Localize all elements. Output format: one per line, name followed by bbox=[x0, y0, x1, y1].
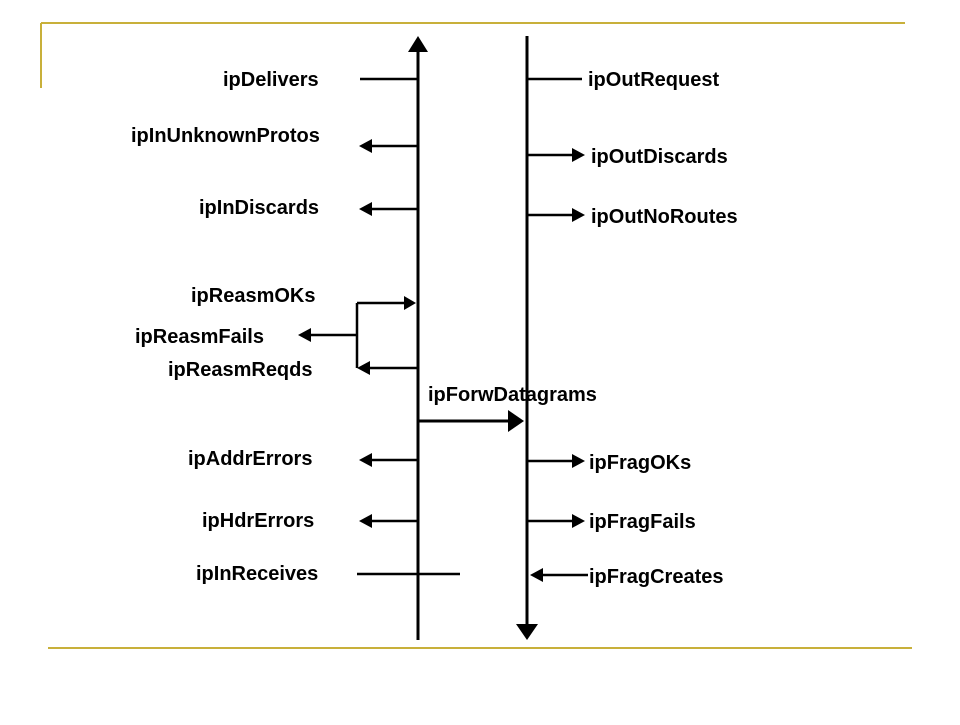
slide-frame bbox=[40, 22, 912, 649]
down-arrow-icon bbox=[516, 624, 538, 640]
right-arrow-icon bbox=[404, 296, 416, 310]
label-ip-forw-datagrams: ipForwDatagrams bbox=[428, 384, 597, 406]
label-ip-in-discards: ipInDiscards bbox=[199, 197, 319, 219]
label-ip-reasm-fails: ipReasmFails bbox=[135, 326, 264, 348]
counter-ip-out-discards: ipOutDiscards bbox=[527, 146, 728, 168]
counter-ip-frag-fails: ipFragFails bbox=[527, 511, 696, 533]
label-ip-reasm-reqds: ipReasmReqds bbox=[168, 359, 313, 381]
label-ip-out-no-routes: ipOutNoRoutes bbox=[591, 206, 738, 228]
counter-ip-frag-creates: ipFragCreates bbox=[530, 566, 724, 588]
up-arrow-icon bbox=[408, 36, 428, 52]
label-ip-frag-oks: ipFragOKs bbox=[589, 452, 691, 474]
output-flow-line bbox=[516, 36, 538, 640]
label-ip-reasm-oks: ipReasmOKs bbox=[191, 285, 316, 307]
right-arrow-icon bbox=[508, 410, 524, 432]
label-ip-delivers: ipDelivers bbox=[223, 69, 319, 91]
label-ip-out-discards: ipOutDiscards bbox=[591, 146, 728, 168]
label-ip-in-receives: ipInReceives bbox=[196, 563, 318, 585]
counter-ip-out-request: ipOutRequest bbox=[527, 69, 719, 91]
counter-ip-frag-oks: ipFragOKs bbox=[527, 452, 691, 474]
right-arrow-icon bbox=[572, 208, 585, 222]
counter-ip-addr-errors: ipAddrErrors bbox=[188, 448, 418, 470]
label-ip-addr-errors: ipAddrErrors bbox=[188, 448, 312, 470]
counter-ip-in-unknown-protos: ipInUnknownProtos bbox=[131, 125, 418, 153]
counter-ip-in-discards: ipInDiscards bbox=[199, 197, 418, 219]
counter-ip-delivers: ipDelivers bbox=[223, 69, 418, 91]
left-arrow-icon bbox=[530, 568, 543, 582]
right-arrow-icon bbox=[572, 514, 585, 528]
left-arrow-icon bbox=[359, 139, 372, 153]
counter-ip-in-receives: ipInReceives bbox=[196, 563, 460, 585]
left-arrow-icon bbox=[298, 328, 311, 342]
counter-ip-forw-datagrams: ipForwDatagrams bbox=[418, 384, 597, 432]
input-flow-line bbox=[408, 36, 428, 640]
label-ip-frag-creates: ipFragCreates bbox=[589, 566, 724, 588]
label-ip-in-unknown-protos: ipInUnknownProtos bbox=[131, 125, 320, 147]
label-ip-frag-fails: ipFragFails bbox=[589, 511, 696, 533]
label-ip-hdr-errors: ipHdrErrors bbox=[202, 510, 314, 532]
right-arrow-icon bbox=[572, 454, 585, 468]
right-arrow-icon bbox=[572, 148, 585, 162]
left-arrow-icon bbox=[357, 361, 370, 375]
label-ip-out-request: ipOutRequest bbox=[588, 69, 719, 91]
counter-ip-out-no-routes: ipOutNoRoutes bbox=[527, 206, 738, 228]
left-arrow-icon bbox=[359, 453, 372, 467]
left-arrow-icon bbox=[359, 202, 372, 216]
left-arrow-icon bbox=[359, 514, 372, 528]
reassembly-bracket: ipReasmOKs ipReasmFails ipReasmReqds bbox=[135, 285, 418, 381]
counter-ip-hdr-errors: ipHdrErrors bbox=[202, 510, 418, 532]
